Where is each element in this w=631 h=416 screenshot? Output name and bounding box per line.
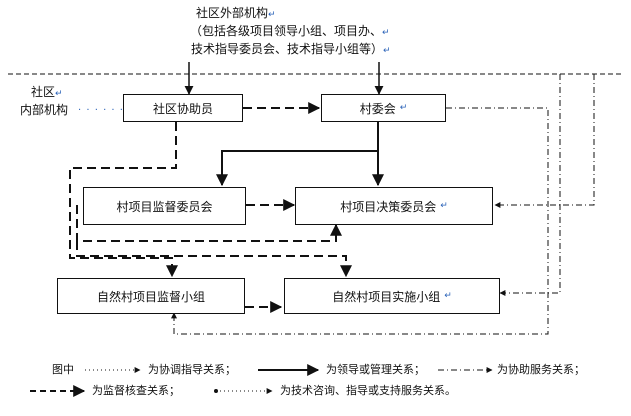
box-natural-village-implementation-group: 自然村项目实施小组↵ <box>284 278 500 314</box>
box-village-committee: 村委会↵ <box>321 94 446 122</box>
legend-prefix: 图中 <box>52 363 74 376</box>
dotted-leader-1: · · · · · · · · · <box>78 105 150 116</box>
arrow-supervision-to-natural-implementation <box>76 241 352 278</box>
legend-coordination-label: 为协调指导关系； <box>148 363 236 376</box>
tech-support-line-outer <box>499 74 561 296</box>
box-natural-village-supervision-group: 自然村项目监督小组 <box>57 278 245 314</box>
legend-assistance-label: 为协助服务关系； <box>497 363 585 376</box>
assistance-line-village <box>171 107 549 335</box>
tech-support-line-decision <box>494 74 595 208</box>
legend-technical-label: 为技术咨询、指导或支持服务关系。 <box>280 384 456 397</box>
external-title: 社区外部机构↵ <box>196 6 276 20</box>
arrow-supervision-down <box>76 205 342 242</box>
box-supervision-committee: 村项目监督委员会 <box>83 187 246 225</box>
external-subtitle-2: 技术指导委员会、技术指导小组等）↵ <box>191 42 391 56</box>
internal-org-label: 内部机构 <box>20 103 69 117</box>
external-subtitle-1: （包括各级项目领导小组、项目办、↵ <box>190 24 390 38</box>
box-decision-committee: 村项目决策委员会↵ <box>295 187 493 225</box>
arrow-coordinator-to-natural-supervision <box>69 122 178 278</box>
legend-leadership-label: 为领导或管理关系； <box>326 363 425 376</box>
arrow-village-to-supervision <box>216 150 378 187</box>
legend-supervision-label: 为监督核查关系； <box>92 384 180 397</box>
community-label: 社区↵ <box>31 85 63 99</box>
box-community-coordinator: 社区协助员 <box>123 94 243 122</box>
